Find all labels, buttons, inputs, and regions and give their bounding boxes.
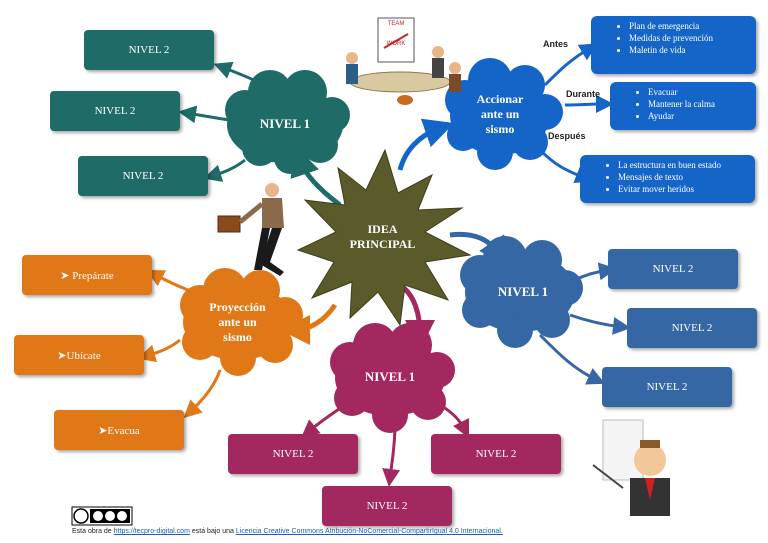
blue-level2-box-1: NIVEL 2 [608, 249, 738, 289]
orange-box-preparate: ➤ Prepárate [22, 255, 152, 295]
orange-box-evacua: ➤Evacua [54, 410, 184, 450]
orange-cloud-shape [180, 268, 303, 376]
orange-cloud-label: Proyección ante un sismo [195, 300, 280, 345]
blue-level2-box-3: NIVEL 2 [602, 367, 732, 407]
teal-level2-box-2: NIVEL 2 [50, 91, 180, 131]
antes-item-3: Maletín de vida [629, 44, 756, 56]
connector-center-to-teal [290, 145, 342, 207]
plum-cloud-label: NIVEL 1 [364, 369, 416, 384]
arrow-teal-3 [203, 158, 246, 182]
teal-cloud-label: NIVEL 1 [259, 116, 311, 131]
accionar-cloud-shape [445, 58, 563, 170]
despues-item-2: Mensajes de texto [618, 171, 755, 183]
arrow-blue-2 [569, 313, 631, 335]
arrow-orange-3 [183, 369, 222, 419]
arrow-orange-1 [146, 269, 189, 292]
label-durante: Durante [566, 89, 601, 99]
arrow-teal-2 [178, 105, 231, 124]
durante-item-2: Mantener la calma [648, 98, 756, 110]
plum-level2-box-3: NIVEL 2 [431, 434, 561, 474]
durante-list: Evacuar Mantener la calma Ayudar [610, 82, 756, 130]
team-board-line1: TEAM [387, 21, 405, 27]
durante-item-3: Ayudar [648, 110, 756, 122]
center-star-shape [296, 148, 472, 327]
teal-level2-box-3: NIVEL 2 [78, 156, 208, 196]
plum-level2-box-2: NIVEL 2 [322, 486, 452, 526]
label-despues: Después [548, 131, 586, 141]
cc-license-badge [71, 506, 133, 526]
antes-list: Plan de emergencia Medidas de prevención… [591, 16, 756, 74]
blue-cloud-label: NIVEL 1 [497, 284, 549, 299]
team-board-text: TEAM WORK [380, 20, 412, 48]
orange-line3: sismo [223, 330, 252, 344]
arrow-antes [543, 43, 598, 87]
label-antes: Antes [543, 39, 569, 49]
blue-level2-box-2: NIVEL 2 [627, 308, 757, 348]
footer-middle: está bajo una [191, 528, 234, 535]
center-line2: PRINCIPAL [349, 237, 416, 251]
blue-cloud-shape [460, 236, 583, 348]
antes-item-1: Plan de emergencia [629, 20, 756, 32]
antes-item-2: Medidas de prevención [629, 32, 756, 44]
accionar-line2: ante un [480, 107, 520, 121]
orange-line1: Proyección [209, 300, 266, 314]
arrow-blue-3 [538, 333, 606, 385]
accionar-cloud-label: Accionar ante un sismo [460, 92, 540, 137]
running-businessman-illustration [217, 183, 284, 276]
plum-cloud-shape [330, 323, 455, 433]
accionar-line1: Accionar [476, 92, 524, 106]
footer-site-link[interactable]: https://tecpro-digital.com [113, 528, 190, 535]
despues-item-3: Evitar mover heridos [618, 183, 755, 195]
durante-item-1: Evacuar [648, 86, 756, 98]
connector-center-to-orange [280, 303, 338, 345]
team-work-illustration [346, 17, 461, 105]
orange-box-ubicate: ➤Ubícate [14, 335, 144, 375]
orange-line2: ante un [218, 315, 257, 329]
footer-prefix: Esta obra de [72, 528, 112, 535]
footer-license-link[interactable]: Licencia Creative Commons Atribución-NoC… [235, 528, 503, 535]
arrow-durante [564, 95, 614, 114]
arrow-despues [538, 148, 594, 184]
center-line1: IDEA [367, 222, 398, 236]
teal-level2-box-1: NIVEL 2 [84, 30, 214, 70]
arrow-orange-2 [137, 338, 181, 363]
footer-license-text: Esta obra de https://tecpro-digital.com … [72, 528, 503, 535]
despues-item-1: La estructura en buen estado [618, 159, 755, 171]
teal-cloud-shape [225, 70, 350, 174]
team-board-line2: WORK [386, 41, 406, 47]
connector-center-to-accionar [397, 118, 455, 171]
teacher-with-board-illustration [592, 419, 670, 516]
despues-list: La estructura en buen estado Mensajes de… [580, 155, 755, 203]
plum-level2-box-1: NIVEL 2 [228, 434, 358, 474]
accionar-line3: sismo [485, 122, 515, 136]
center-idea-label: IDEA PRINCIPAL [345, 222, 420, 252]
